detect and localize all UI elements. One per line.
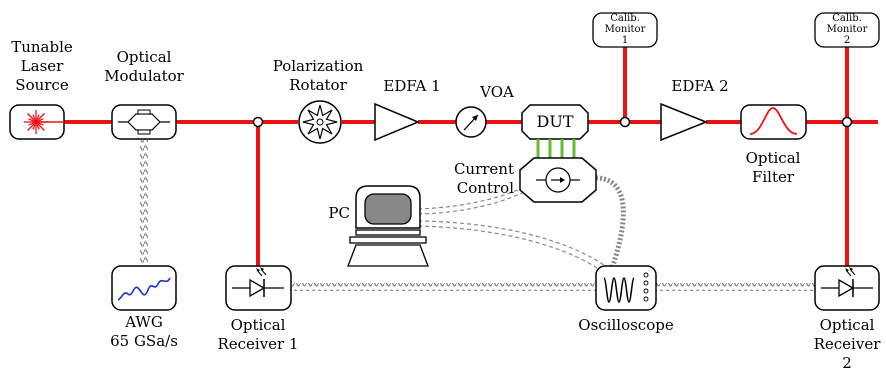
receiver2-label: Optical Receiver 2 [813,316,881,372]
awg-icon [111,265,177,311]
receiver1-label: Optical Receiver 1 [217,316,299,353]
edfa1-amplifier-icon [374,102,420,142]
scope-receiver2-cable [656,283,818,291]
filter-icon [740,104,807,140]
oscilloscope-label: Oscilloscope [578,316,674,334]
calib-monitor-1-box [592,12,658,48]
calib-monitor-2-box [814,12,880,48]
receiver1-scope-cable [292,283,596,291]
junction-nodes [252,116,853,128]
oscilloscope-icon [595,265,657,311]
rotator-label: Polarization Rotator [272,57,364,94]
calib-monitor-2-label: Calib. Monitor 2 [826,13,868,46]
modulator-awg-cable [140,140,148,266]
polarization-rotator-icon [298,100,342,144]
calib-monitor-1-label: Calib. Monitor 1 [604,13,646,46]
filter-label: Optical Filter [745,149,801,186]
edfa1-label: EDFA 1 [383,77,441,95]
pc-cables [417,187,609,271]
current-source-icon [519,157,597,203]
pc-label: PC [328,204,350,222]
voa-dial-icon [455,106,487,138]
edfa2-amplifier-icon [660,102,709,142]
electrical-cables [140,140,818,291]
dut-label: DUT [536,112,574,131]
photodiode-icon [814,265,880,311]
voa-label: VOA [480,83,514,101]
modulator-icon [111,104,177,140]
current-control-scope-cable [595,175,626,269]
dut-chip-icon [521,104,589,140]
current-control-label: Current Control [453,160,514,197]
photodiode-icon [225,265,292,311]
edfa2-label: EDFA 2 [671,77,729,95]
pc-icon [347,185,429,267]
laser-icon [9,104,65,140]
setup-diagram: Tunable Laser Source Optical Modulator P… [9,12,880,372]
awg-label: AWG 65 GSa/s [110,313,178,350]
dut-pins [536,139,576,158]
diagram-canvas [9,12,880,311]
laser-label: Tunable Laser Source [11,38,73,94]
modulator-label: Optical Modulator [104,48,184,85]
